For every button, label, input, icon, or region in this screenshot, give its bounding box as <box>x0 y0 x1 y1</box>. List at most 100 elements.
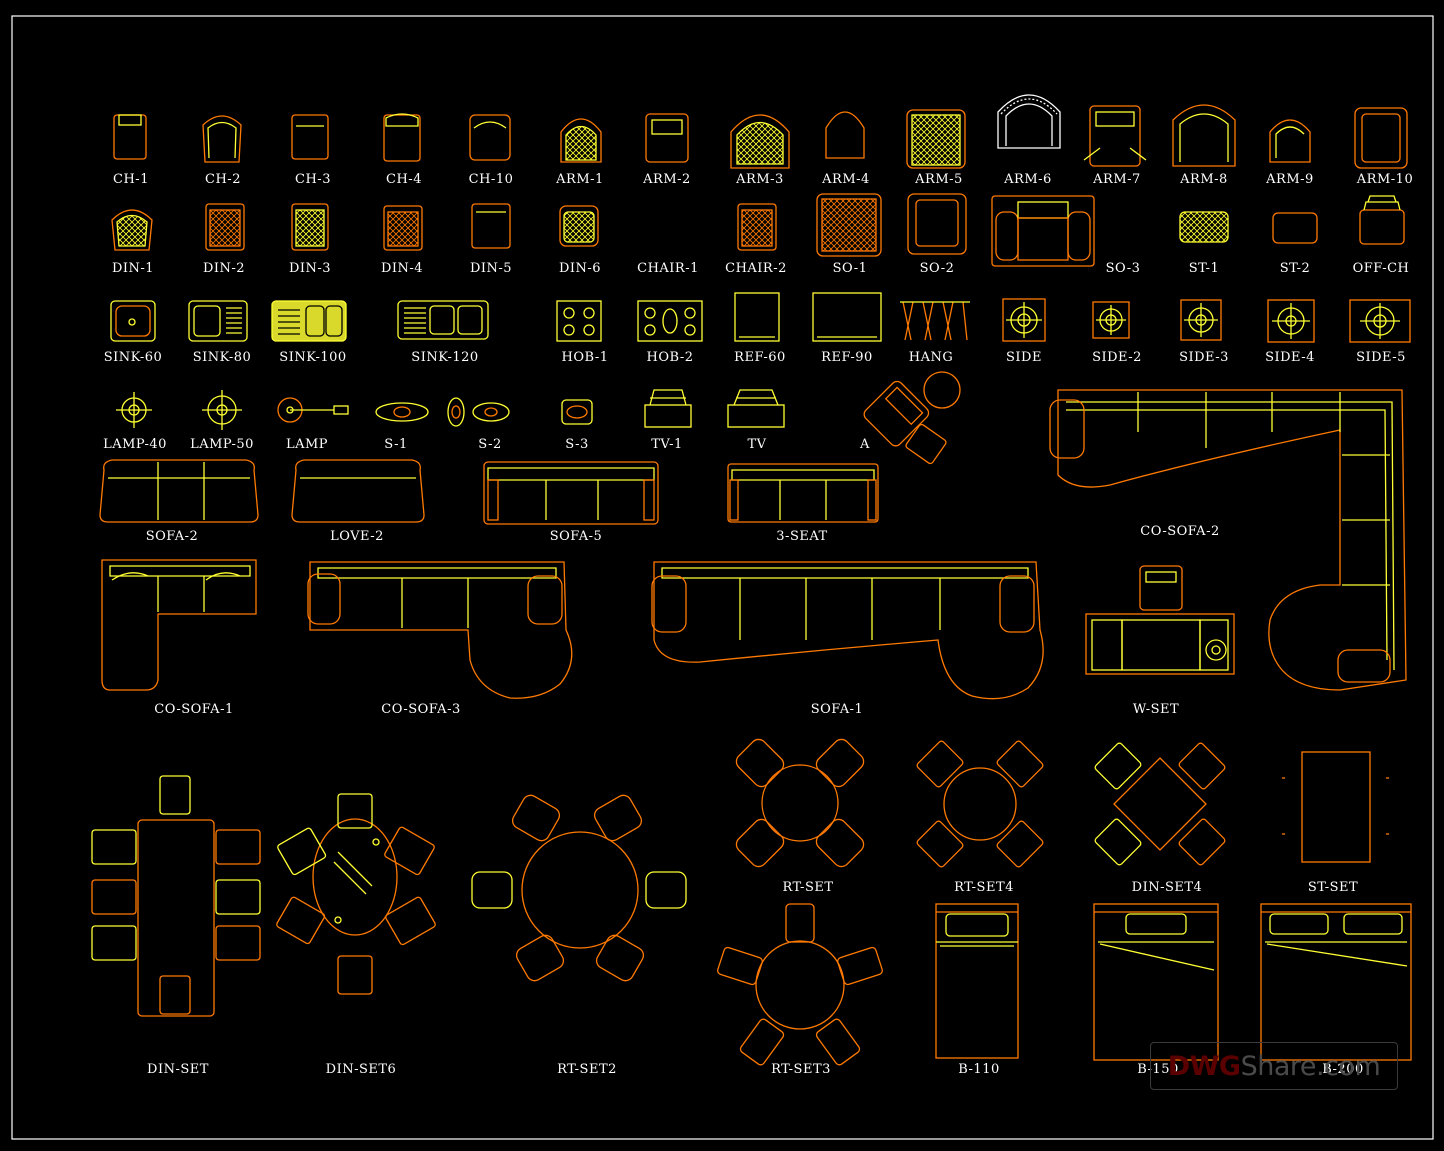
watermark-part1: DWG <box>1167 1050 1241 1082</box>
label-co-sofa-1: CO-SOFA-1 <box>154 702 234 717</box>
arm-6-armchair-block <box>997 94 1061 149</box>
b-110-bed-block <box>935 903 1019 1059</box>
arm-9-armchair-block <box>1269 119 1311 163</box>
label-b-150: B-150 <box>1137 1062 1179 1077</box>
label-sink-60: SINK-60 <box>103 350 163 365</box>
arm-7-armchair-block <box>1083 105 1147 167</box>
label-arm-3: ARM-3 <box>736 172 784 187</box>
co-sofa-3-block <box>307 561 573 699</box>
label-st-2: ST-2 <box>1279 261 1311 276</box>
side-3-table-block <box>1180 299 1222 341</box>
3-seat-sofa-block <box>727 463 879 523</box>
label-lamp-50: LAMP-50 <box>190 437 254 452</box>
din-6-chair-block <box>559 205 599 247</box>
hang-block <box>900 301 970 341</box>
label-lamp: LAMP <box>285 437 329 452</box>
so-3-sofa-block <box>991 195 1095 267</box>
sofa-2-block <box>99 459 259 523</box>
label-sofa-5: SOFA-5 <box>549 529 603 544</box>
label-ref-90: REF-90 <box>821 350 873 365</box>
din-1-chair-block <box>111 209 153 251</box>
watermark-part2: Share.com <box>1240 1050 1381 1082</box>
label-rt-set3: RT-SET3 <box>771 1062 831 1077</box>
label-rt-set2: RT-SET2 <box>557 1062 617 1077</box>
drawing-frame <box>11 15 1434 1140</box>
s-2-block <box>447 397 510 427</box>
hob-2-block <box>637 300 703 342</box>
label-side-2: SIDE-2 <box>1092 350 1142 365</box>
label-w-set: W-SET <box>1132 702 1180 717</box>
label-arm-6: ARM-6 <box>1004 172 1052 187</box>
label-arm-2: ARM-2 <box>643 172 691 187</box>
ch-2-chair-block <box>202 115 242 163</box>
label-lamp-40: LAMP-40 <box>103 437 167 452</box>
side-table-block <box>1002 298 1046 342</box>
lamp-block <box>277 397 349 423</box>
s-3-block <box>561 399 593 425</box>
din-set-block <box>91 775 261 1017</box>
label-b-200: B-200 <box>1322 1062 1364 1077</box>
st-1-stool-block <box>1179 211 1229 243</box>
sink-80-block <box>188 300 248 342</box>
sofa-1-block <box>651 561 1044 700</box>
label-a: A <box>860 437 870 452</box>
tv-block <box>727 389 785 428</box>
label-side-3: SIDE-3 <box>1179 350 1229 365</box>
label-love-2: LOVE-2 <box>330 529 384 544</box>
label-tv: TV <box>747 437 767 452</box>
label-rt-set: RT-SET <box>782 880 834 895</box>
label-ch-3: CH-3 <box>295 172 331 187</box>
label-side-5: SIDE-5 <box>1356 350 1406 365</box>
label-co-sofa-2: CO-SOFA-2 <box>1140 524 1220 539</box>
label-sink-120: SINK-120 <box>411 350 479 365</box>
label-ch-1: CH-1 <box>113 172 149 187</box>
sink-60-block <box>110 300 156 342</box>
label-so-2: SO-2 <box>919 261 955 276</box>
st-set-block <box>1282 751 1389 863</box>
label-ref-60: REF-60 <box>734 350 786 365</box>
label-arm-10: ARM-10 <box>1356 172 1414 187</box>
so-1-sofa-chair-block <box>816 193 882 257</box>
din-2-chair-block <box>205 203 245 251</box>
label-arm-9: ARM-9 <box>1266 172 1314 187</box>
label-din-set6: DIN-SET6 <box>325 1062 397 1077</box>
tv-1-block <box>644 389 692 428</box>
arm-2-armchair-block <box>645 113 689 163</box>
love-2-block <box>291 459 425 523</box>
label-so-1: SO-1 <box>832 261 868 276</box>
off-ch-office-chair-block <box>1359 195 1405 245</box>
label-din-6: DIN-6 <box>558 261 602 276</box>
din-set4-block <box>1094 742 1226 866</box>
label-arm-1: ARM-1 <box>556 172 604 187</box>
w-set-block <box>1085 565 1235 675</box>
arm-3-armchair-block <box>730 114 790 169</box>
label-ch-4: CH-4 <box>386 172 422 187</box>
label-rt-set4: RT-SET4 <box>954 880 1014 895</box>
label-din-1: DIN-1 <box>111 261 155 276</box>
label-ch-10: CH-10 <box>468 172 514 187</box>
st-2-stool-block <box>1272 212 1318 244</box>
label-sofa-2: SOFA-2 <box>145 529 199 544</box>
side-4-table-block <box>1267 299 1315 343</box>
label-side-4: SIDE-4 <box>1265 350 1315 365</box>
rt-set2-block <box>471 794 687 982</box>
ref-60-block <box>734 292 780 342</box>
din-4-chair-block <box>383 205 423 251</box>
label-st-1: ST-1 <box>1188 261 1220 276</box>
ch-1-chair-block <box>113 114 147 160</box>
label-din-set4: DIN-SET4 <box>1131 880 1203 895</box>
label-din-2: DIN-2 <box>202 261 246 276</box>
label-co-sofa-3: CO-SOFA-3 <box>381 702 461 717</box>
din-set6-block <box>276 793 436 995</box>
label-chair-2: CHAIR-2 <box>725 261 787 276</box>
b-150-bed-block <box>1093 903 1219 1061</box>
sofa-5-block <box>483 461 659 525</box>
label-sink-100: SINK-100 <box>279 350 347 365</box>
label-din-4: DIN-4 <box>380 261 424 276</box>
ch-3-chair-block <box>291 114 329 160</box>
label-so-3: SO-3 <box>1105 261 1141 276</box>
side-2-table-block <box>1092 301 1130 339</box>
label-tv-1: TV-1 <box>651 437 683 452</box>
sink-100-block <box>271 300 347 342</box>
